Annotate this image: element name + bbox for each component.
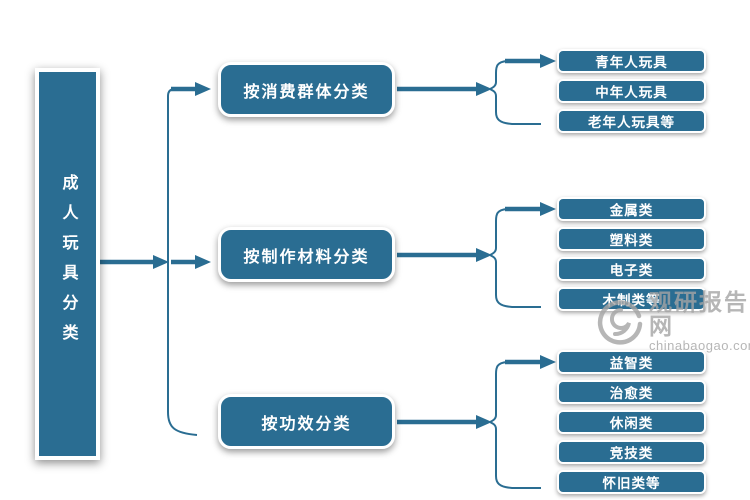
leaf-node-label: 休闲类: [609, 416, 654, 431]
root-node-label: 成人玩具分类: [59, 174, 77, 354]
leaf-node: 老年人玩具等: [557, 109, 706, 133]
leaf-node-label: 青年人玩具: [595, 55, 668, 70]
branch-node-label: 按制作材料分类: [243, 248, 370, 266]
leaf-node: 竞技类: [557, 440, 706, 464]
leaf-node: 塑料类: [557, 227, 706, 251]
leaf-node: 怀旧类等: [557, 470, 706, 494]
leaf-node: 治愈类: [557, 380, 706, 404]
leaf-node: 青年人玩具: [557, 49, 706, 73]
trunk-spine: [167, 88, 198, 436]
group1-leaf-arrowhead-icon: [540, 54, 556, 68]
leaf-node: 中年人玩具: [557, 79, 706, 103]
group1-bracket: [487, 60, 541, 125]
leaf-node-label: 中年人玩具: [595, 85, 668, 100]
branch-node-label: 按消费群体分类: [243, 83, 370, 101]
leaf-node-label: 怀旧类等: [602, 476, 661, 491]
leaf-node: 电子类: [557, 257, 706, 281]
leaf-node-label: 老年人玩具等: [588, 115, 675, 130]
branch2-in-arrowhead-icon: [195, 255, 211, 269]
group3-out-arrowhead-icon: [476, 415, 492, 429]
group3-bracket: [487, 361, 541, 489]
leaf-node: 益智类: [557, 350, 706, 374]
leaf-node-label: 电子类: [609, 263, 654, 278]
group3-leaf-arrowhead-icon: [540, 355, 556, 369]
leaf-node-label: 竞技类: [609, 446, 654, 461]
group2-bracket: [487, 208, 541, 308]
leaf-node-label: 木制类等: [602, 293, 661, 308]
leaf-node-label: 益智类: [609, 356, 654, 371]
leaf-node-label: 金属类: [609, 203, 654, 218]
group1-out-arrowhead-icon: [476, 82, 492, 96]
leaf-node: 木制类等: [557, 287, 706, 311]
group2-out-arrowhead-icon: [476, 248, 492, 262]
group2-leaf-arrowhead-icon: [540, 202, 556, 216]
branch1-in-arrowhead-icon: [195, 82, 211, 96]
branch-node-function: 按功效分类: [218, 394, 395, 449]
leaf-node: 金属类: [557, 197, 706, 221]
leaf-node-label: 治愈类: [609, 386, 654, 401]
leaf-node: 休闲类: [557, 410, 706, 434]
trunk-arrowhead-icon: [153, 255, 169, 269]
branch-node-material: 按制作材料分类: [218, 227, 395, 282]
leaf-node-label: 塑料类: [609, 233, 654, 248]
branch-node-label: 按功效分类: [261, 415, 352, 433]
branch-node-consumer-group: 按消费群体分类: [218, 62, 395, 117]
root-node: 成人玩具分类: [35, 68, 100, 460]
